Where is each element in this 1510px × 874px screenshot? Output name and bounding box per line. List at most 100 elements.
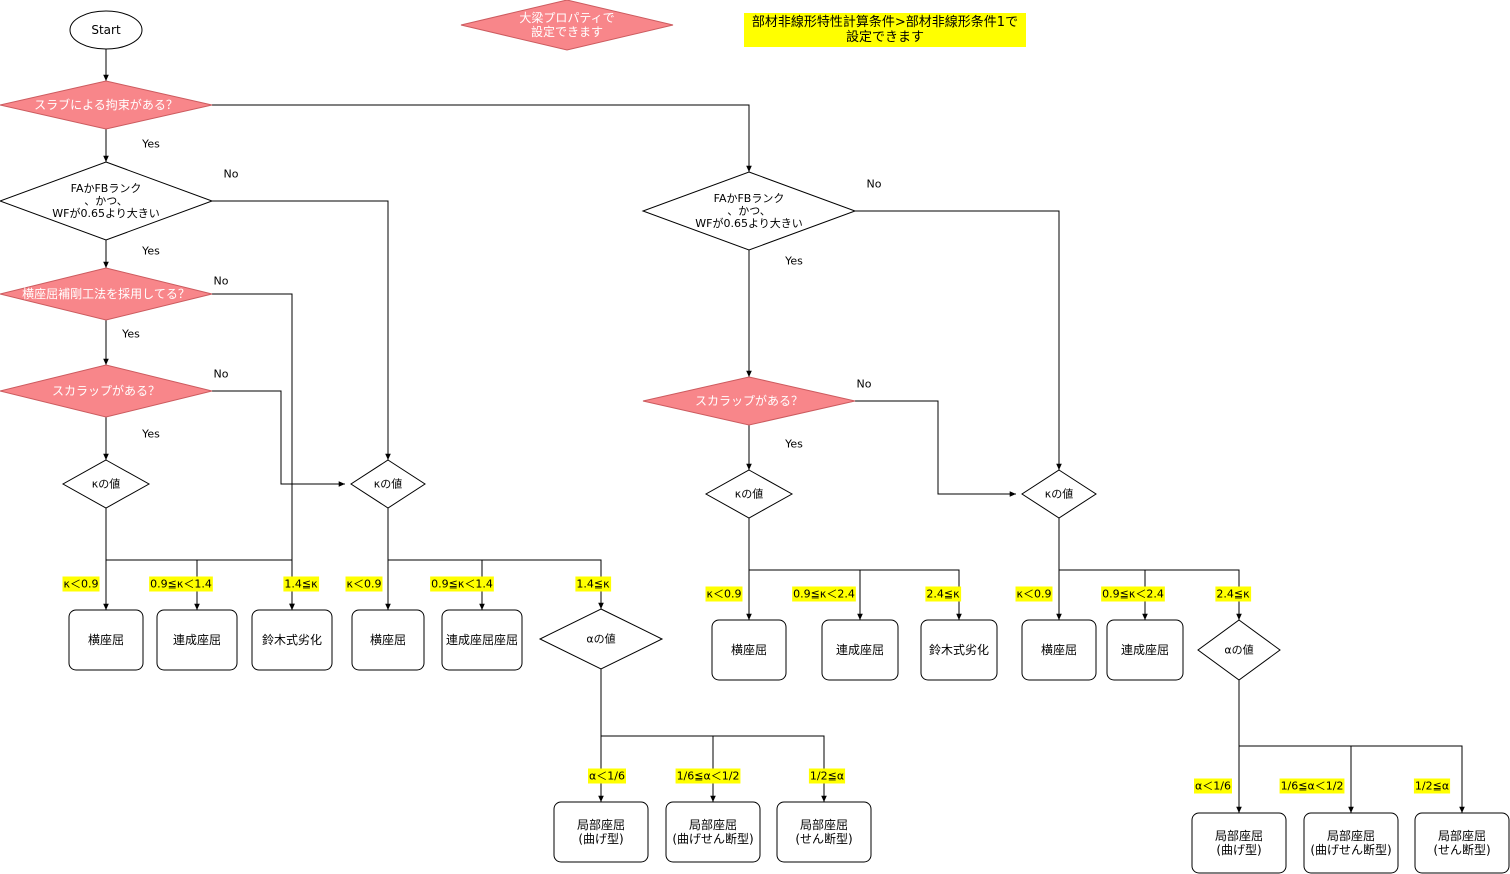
edge-label-c2b: 0.9≦κ＜1.4 bbox=[430, 576, 494, 592]
node-reinf: 横座屈補剛工法を採用してる？ bbox=[0, 267, 213, 321]
connector-arrow-28 bbox=[1059, 569, 1242, 620]
node-r2a: 横座屈 bbox=[351, 609, 425, 671]
node-k4: κの値 bbox=[1021, 469, 1097, 519]
node-text-line: スラブによる拘束がある？ bbox=[34, 97, 178, 112]
edge-label-text: Yes bbox=[784, 438, 803, 451]
node-text-line: (曲げせん断型) bbox=[1310, 842, 1391, 857]
node-text-line: 連成座屈座屈 bbox=[446, 632, 518, 647]
edge-label-text: κ＜0.9 bbox=[64, 578, 99, 591]
process-box-shape bbox=[776, 801, 872, 863]
node-l4c: 局部座屈(せん断型) bbox=[1414, 812, 1510, 874]
edge-label-c4c: 2.4≦κ bbox=[1215, 586, 1252, 602]
start-terminal-shape bbox=[69, 10, 143, 50]
edge-label-text: κ＜0.9 bbox=[1017, 588, 1052, 601]
connector-arrow-22 bbox=[855, 400, 1016, 497]
label-highlight bbox=[588, 768, 626, 784]
node-text-line: 局部座屈 bbox=[800, 817, 848, 832]
edge-label-c4e: 1/6≦α＜1/2 bbox=[1279, 778, 1345, 794]
decision-diamond-shape bbox=[1197, 619, 1281, 681]
node-text-line: κの値 bbox=[374, 478, 402, 491]
edge-label-text: κ＜0.9 bbox=[707, 588, 742, 601]
process-box-shape bbox=[351, 609, 425, 671]
edge-label-c2c: 1.4≦κ bbox=[575, 576, 612, 592]
node-a2: αの値 bbox=[538, 608, 664, 670]
connector-arrow-7 bbox=[212, 200, 391, 460]
label-highlight bbox=[808, 768, 846, 784]
edge-label-n-reinf: No bbox=[214, 275, 229, 288]
edge-label-c3a: κ＜0.9 bbox=[705, 586, 743, 602]
decision-diamond-shape bbox=[460, 0, 674, 51]
edge-label-text: 0.9≦κ＜2.4 bbox=[1102, 588, 1164, 601]
node-text-line: 局部座屈 bbox=[577, 817, 625, 832]
node-l2b: 局部座屈(曲げせん断型) bbox=[665, 801, 761, 863]
node-text-line: 横座屈補剛工法を採用してる？ bbox=[22, 286, 190, 301]
decision-diamond-shape bbox=[0, 267, 213, 321]
edge-label-c4b: 0.9≦κ＜2.4 bbox=[1101, 586, 1165, 602]
process-box-shape bbox=[441, 609, 523, 671]
label-highlight bbox=[1413, 778, 1451, 794]
node-text-line: 横座屈 bbox=[1041, 642, 1077, 657]
node-r4a: 横座屈 bbox=[1021, 619, 1097, 681]
process-box-shape bbox=[1106, 619, 1184, 681]
node-text-line: FAかFBランク bbox=[71, 182, 142, 195]
node-text-line: 大梁プロパティで bbox=[519, 10, 614, 25]
edge-label-text: 2.4≦κ bbox=[926, 588, 960, 601]
label-highlight bbox=[1194, 778, 1232, 794]
edge-label-text: α＜1/6 bbox=[589, 770, 625, 783]
edge-label-text: Yes bbox=[141, 428, 160, 441]
node-r3b: 連成座屈 bbox=[821, 619, 899, 681]
node-text-line: 横座屈 bbox=[370, 632, 406, 647]
node-text-line: 連成座屈 bbox=[173, 632, 221, 647]
node-text-line: (曲げせん断型) bbox=[672, 831, 753, 846]
label-highlight bbox=[149, 576, 213, 592]
node-r1a: 横座屈 bbox=[68, 609, 144, 671]
connector-arrow-15 bbox=[388, 559, 604, 609]
edge-label-text: No bbox=[214, 275, 229, 288]
node-l2a: 局部座屈(曲げ型) bbox=[553, 801, 649, 863]
edge-label-y-reinf: Yes bbox=[121, 328, 140, 341]
edge-label-c2e: 1/6≦α＜1/2 bbox=[675, 768, 741, 784]
edge-label-text: No bbox=[857, 378, 872, 391]
connector-arrow-12 bbox=[106, 559, 295, 610]
process-box-shape bbox=[1191, 812, 1287, 874]
process-box-shape bbox=[68, 609, 144, 671]
edge-label-text: 1/6≦α＜1/2 bbox=[677, 770, 740, 783]
label-highlight bbox=[575, 576, 612, 592]
connector-arrow-9 bbox=[212, 390, 345, 487]
edge-label-text: Yes bbox=[784, 255, 803, 268]
decision-diamond-shape bbox=[642, 376, 856, 426]
node-text-line: 、かつ、 bbox=[84, 195, 128, 208]
connectors bbox=[103, 49, 1465, 813]
decision-diamond-shape bbox=[61, 459, 151, 509]
label-highlight bbox=[675, 768, 741, 784]
process-box-shape bbox=[821, 619, 899, 681]
edge-label-text: α＜1/6 bbox=[1195, 780, 1231, 793]
edge-label-n-scal-r: No bbox=[857, 378, 872, 391]
process-box-shape bbox=[251, 609, 333, 671]
label-highlight bbox=[1015, 586, 1053, 602]
edge-label-c1c: 1.4≦κ bbox=[283, 576, 320, 592]
edge-label-text: Yes bbox=[141, 245, 160, 258]
edge-label-text: 1/2≦α bbox=[1415, 780, 1449, 793]
label-highlight bbox=[705, 586, 743, 602]
connector-arrow-20 bbox=[855, 210, 1062, 470]
edge-label-text: 1.4≦κ bbox=[576, 578, 610, 591]
label-highlight bbox=[283, 576, 320, 592]
node-text-line: κの値 bbox=[735, 488, 763, 501]
node-text-line: 局部座屈 bbox=[1438, 828, 1486, 843]
process-box-shape bbox=[1021, 619, 1097, 681]
node-text-line: κの値 bbox=[92, 478, 120, 491]
edge-label-c3c: 2.4≦κ bbox=[925, 586, 962, 602]
node-text-line: (せん断型) bbox=[1433, 842, 1490, 857]
edge-label-text: Yes bbox=[121, 328, 140, 341]
node-text-line: 設定できます bbox=[846, 29, 924, 45]
node-text-line: 設定できます bbox=[531, 24, 603, 39]
node-text-line: 鈴木式劣化 bbox=[929, 642, 989, 657]
label-highlight bbox=[430, 576, 494, 592]
node-l4b: 局部座屈(曲げせん断型) bbox=[1303, 812, 1399, 874]
node-text-line: Start bbox=[91, 23, 121, 37]
node-r4b: 連成座屈 bbox=[1106, 619, 1184, 681]
